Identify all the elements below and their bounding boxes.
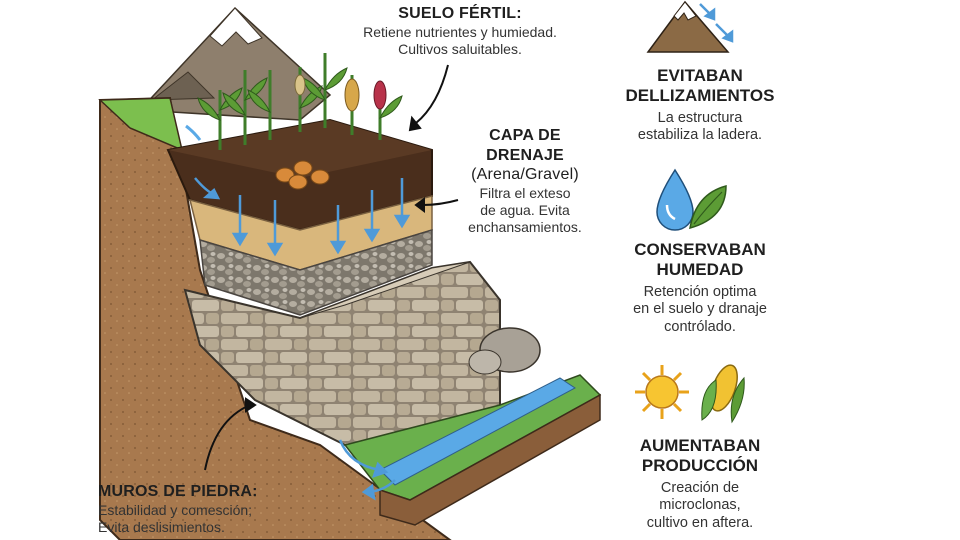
- crop-plants: [197, 53, 403, 190]
- water-drop-leaf-icon: [656, 168, 727, 231]
- benefit-humidity: CONSERVABAN HUMEDAD Retención optima en …: [633, 240, 767, 335]
- water-channel: [343, 374, 602, 526]
- stone-walls-label: MUROS DE PIEDRA: Estabilidad y comesción…: [98, 483, 258, 535]
- benefit-production: AUMENTABAN PRODUCCIÓN Creación de microc…: [639, 436, 761, 531]
- drainage-layer-label: CAPA DE DRENAJE (Arena/Gravel) Filtra el…: [468, 127, 582, 235]
- gravel-layer: [199, 228, 433, 316]
- benefit-landslides: EVITABAN DELLIZAMIENTOS La estructura es…: [625, 66, 775, 144]
- mountain-landslide-icon: [646, 0, 734, 53]
- callout-arrows: [204, 64, 459, 471]
- fertile-soil-label: SUELO FÉRTIL: Retiene nutrientes y humie…: [363, 5, 557, 57]
- drainage-arrows: [194, 177, 411, 501]
- stone-wall: [183, 260, 541, 447]
- mountain-backdrop: [138, 6, 332, 121]
- sun-corn-icon: [635, 364, 745, 424]
